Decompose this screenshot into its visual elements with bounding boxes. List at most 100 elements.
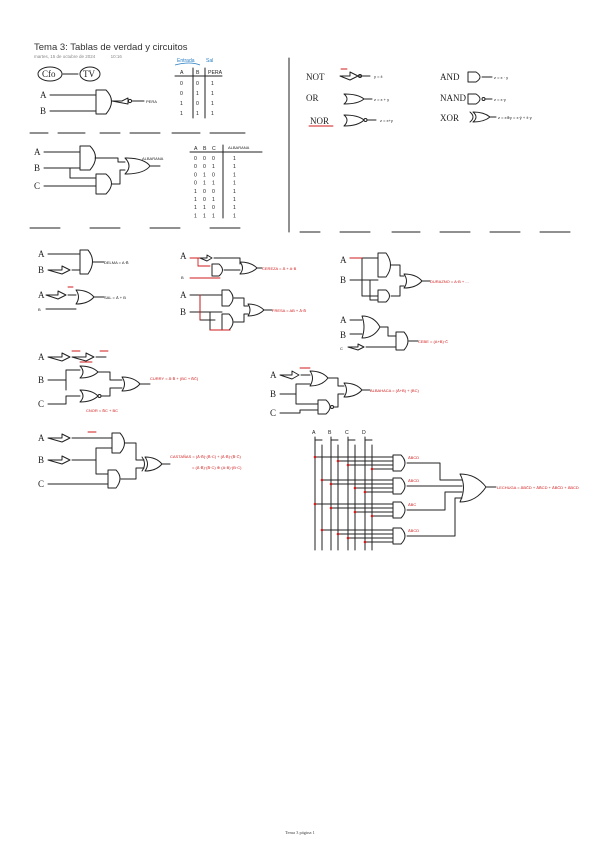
bus-node: [363, 540, 367, 544]
table2-cell: 1: [212, 181, 215, 187]
table2-cell: 1: [233, 164, 236, 170]
bus-node: [346, 536, 350, 540]
page-footer: Tema 3 página 1: [285, 830, 315, 835]
exercise-8: A B C ALBAHACA = (Ā+B) + (BC): [270, 367, 419, 418]
svg-text:B: B: [196, 70, 200, 76]
svg-text:DURAZNO = A·B + ...: DURAZNO = A·B + ...: [430, 279, 469, 284]
circuit2-output: ALBARANA: [142, 156, 164, 161]
svg-text:B: B: [38, 265, 44, 275]
svg-text:ĀBCD: ĀBCD: [408, 455, 419, 460]
svg-text:C: C: [38, 479, 44, 489]
bus-node: [320, 478, 324, 482]
table2-cell: 0: [212, 189, 215, 195]
svg-text:ĀBCD: ĀBCD: [408, 528, 419, 533]
table1-cell: 1: [180, 111, 183, 117]
table1-cell: 1: [211, 91, 214, 97]
page-title: Tema 3: Tablas de verdad y circuitos: [34, 42, 188, 53]
svg-text:A: A: [270, 370, 277, 380]
svg-text:D: D: [362, 430, 366, 436]
bus-node: [329, 482, 333, 486]
gate-legend: NOT y = x̄ OR z = x + y NOR z = x+y AND …: [306, 68, 532, 127]
table1-cell: 1: [211, 101, 214, 107]
svg-text:B: B: [38, 375, 44, 385]
svg-text:B: B: [270, 389, 276, 399]
table1-cell: 1: [180, 101, 183, 107]
svg-text:SAL = Ā + B: SAL = Ā + B: [104, 295, 126, 300]
svg-text:B: B: [38, 307, 41, 312]
table2-cell: 0: [203, 189, 206, 195]
bus-node: [320, 528, 324, 532]
gate-xor-label: XOR: [440, 113, 459, 123]
exercise-2: A B SAL = Ā + B: [38, 286, 126, 312]
svg-text:A: A: [180, 70, 184, 76]
gate-or-label: OR: [306, 93, 319, 103]
svg-text:y = x̄: y = x̄: [374, 74, 383, 79]
svg-text:B: B: [34, 163, 40, 173]
svg-text:B: B: [340, 275, 346, 285]
svg-text:A: A: [34, 147, 41, 157]
exercise-9: A B C CASTAÑAS = (Ā·B̄)·(B̄·C) + (Ā·B̄)·…: [38, 431, 242, 489]
svg-text:A: A: [340, 315, 347, 325]
table2-cell: 1: [233, 189, 236, 195]
bus-node: [329, 506, 333, 510]
table2-cell: 1: [203, 172, 206, 178]
table1-hint: Entrada: [177, 58, 195, 64]
svg-text:= (Ā·B̄)·(B̄·C) ⊕ (A·B)·(B·C): = (Ā·B̄)·(B̄·C) ⊕ (A·B)·(B·C): [192, 465, 242, 470]
date-text: martes, 15 de octubre de 2024: [34, 54, 96, 59]
svg-text:CURRY = Ā·B̄ + (BC + B̄C̄): CURRY = Ā·B̄ + (BC + B̄C̄): [150, 376, 199, 381]
table1-cell: 0: [180, 81, 183, 87]
table2-cell: 1: [233, 156, 236, 162]
svg-text:C: C: [270, 408, 276, 418]
table2-cell: 0: [194, 156, 197, 162]
exercise-5: A B DURAZNO = A·B + ...: [340, 252, 469, 303]
exercise-1: A B DELMA = A·B̄: [38, 249, 129, 275]
table2-cell: 0: [203, 156, 206, 162]
table2-cell: 1: [194, 189, 197, 195]
table1-out-hint: Sal: [206, 58, 213, 64]
or-gate-icon: [124, 157, 151, 175]
input-b: B: [40, 106, 46, 116]
svg-text:ĀBCD: ĀBCD: [408, 478, 419, 483]
table1-cell: 0: [196, 81, 199, 87]
svg-text:z = x+y: z = x+y: [380, 118, 393, 123]
svg-text:C: C: [345, 430, 349, 436]
table2-cell: 1: [233, 213, 236, 219]
table2-cell: 1: [233, 197, 236, 203]
tv-label: TV: [83, 69, 95, 79]
svg-text:z = x + y: z = x + y: [374, 97, 389, 102]
table2-cell: 1: [233, 205, 236, 211]
svg-text:ĀBC: ĀBC: [408, 502, 416, 507]
svg-text:ALBAHACA = (Ā+B) + (BC): ALBAHACA = (Ā+B) + (BC): [370, 388, 419, 393]
input-a: A: [40, 90, 47, 100]
exercise-6: A B C CEBE = (A+B)·C̄: [340, 315, 448, 351]
time-text: 10:16: [110, 54, 122, 59]
svg-text:B: B: [203, 146, 207, 152]
svg-text:B: B: [328, 430, 332, 436]
table2-cell: 1: [194, 213, 197, 219]
table1-cell: 1: [211, 81, 214, 87]
table2-cell: 0: [212, 205, 215, 211]
svg-text:A: A: [312, 430, 316, 436]
svg-text:C: C: [212, 146, 216, 152]
bus-node: [353, 486, 357, 490]
table2-cell: 0: [194, 181, 197, 187]
gate-nand-label: NAND: [440, 93, 466, 103]
svg-text:A: A: [38, 352, 45, 362]
table2-cell: 1: [233, 181, 236, 187]
svg-text:CNOR = B̄C + BC: CNOR = B̄C + BC: [86, 408, 118, 413]
svg-text:CASTAÑAS = (Ā·B̄)·(B̄·C) + (Ā·: CASTAÑAS = (Ā·B̄)·(B̄·C) + (Ā·B̄)·(B̄·C̄…: [170, 454, 241, 459]
bus-node: [313, 455, 317, 459]
circuit-2: A B C ALBARANA: [34, 145, 164, 195]
svg-text:A: A: [180, 251, 187, 261]
bus-node: [336, 459, 340, 463]
svg-text:z = x⊕y = x·ȳ + x̄·y: z = x⊕y = x·ȳ + x̄·y: [498, 115, 532, 120]
table2-cell: 1: [194, 205, 197, 211]
svg-text:B: B: [38, 455, 44, 465]
svg-text:B: B: [181, 275, 184, 280]
table2-cell: 1: [212, 197, 215, 203]
svg-text:A: A: [340, 255, 347, 265]
intro-output: PERA: [146, 99, 157, 104]
svg-text:CEBE = (A+B)·C̄: CEBE = (A+B)·C̄: [418, 339, 448, 344]
